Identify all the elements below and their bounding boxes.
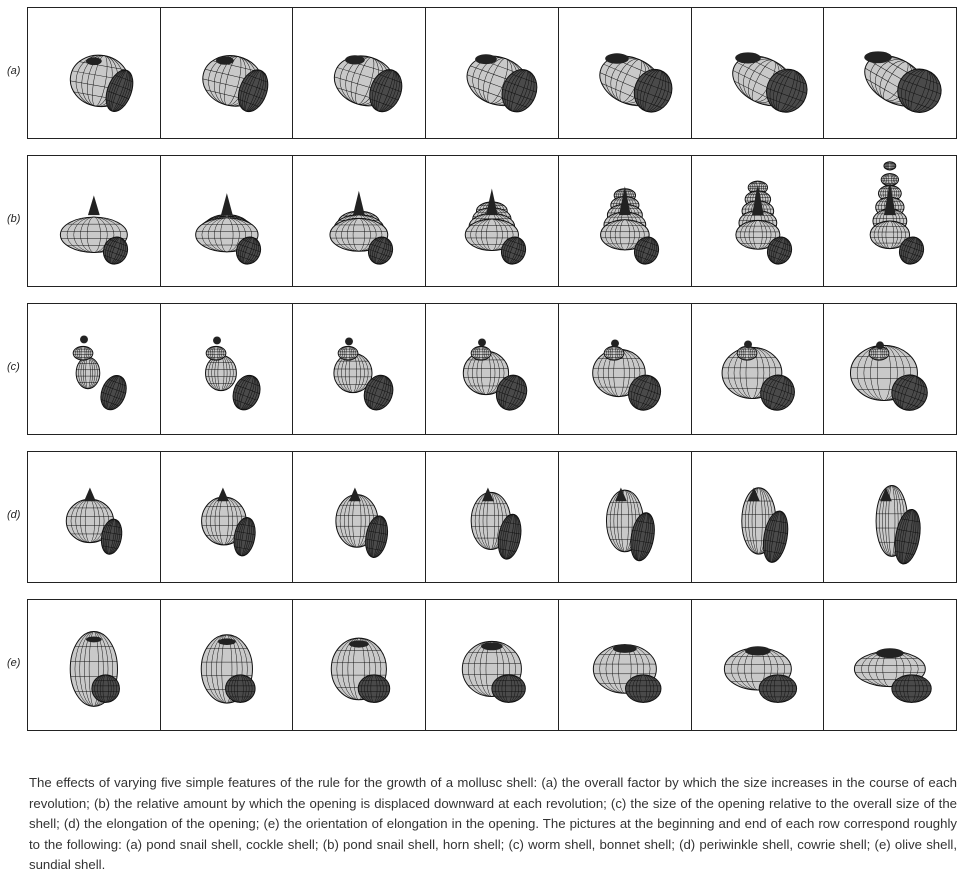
shell-illustration xyxy=(461,640,526,703)
shell-cell xyxy=(690,304,824,434)
shell-illustration xyxy=(864,51,942,113)
shell-apex xyxy=(475,54,497,65)
shell-illustration xyxy=(194,193,261,265)
shell-illustration xyxy=(850,341,929,411)
shell-illustration xyxy=(59,195,129,265)
shell-cell xyxy=(425,452,558,582)
shell-illustration xyxy=(466,54,538,113)
shell-illustration xyxy=(200,634,256,704)
shell-cell xyxy=(425,8,558,138)
shell-strip xyxy=(27,303,957,435)
shell-cell xyxy=(292,156,425,286)
shell-cell xyxy=(159,156,293,286)
row-a: (a) xyxy=(0,7,963,141)
shell-cell xyxy=(292,600,425,730)
shell-illustration xyxy=(72,335,127,411)
row-label: (b) xyxy=(7,213,21,225)
shell-cell xyxy=(425,156,558,286)
shell-illustration xyxy=(333,337,394,411)
shell-illustration xyxy=(721,340,795,411)
shell-cell xyxy=(292,8,425,138)
row-label: (e) xyxy=(7,657,21,669)
shell-cell xyxy=(823,156,956,286)
shell-cell xyxy=(28,8,160,138)
shell-cell xyxy=(159,452,293,582)
shell-illustration xyxy=(592,644,662,703)
shell-illustration xyxy=(470,487,522,560)
shell-illustration xyxy=(329,190,394,265)
shell-cell xyxy=(28,304,160,434)
shell-illustration xyxy=(740,487,788,563)
shell-illustration xyxy=(869,161,925,265)
shell-illustration xyxy=(605,487,655,562)
shell-illustration xyxy=(204,336,261,411)
row-e: (e) xyxy=(0,599,963,733)
shell-illustration xyxy=(335,487,389,558)
row-b: (b) xyxy=(0,155,963,289)
shell-cell xyxy=(425,600,558,730)
shell-illustration xyxy=(334,55,403,113)
row-label: (c) xyxy=(7,361,20,373)
shell-illustration xyxy=(69,631,120,707)
shell-cell xyxy=(557,156,691,286)
shell-illustration xyxy=(854,648,933,703)
shell-cell xyxy=(823,8,956,138)
shell-illustration xyxy=(592,339,661,411)
shell-illustration xyxy=(731,52,808,113)
shell-strip xyxy=(27,451,957,583)
shell-cell xyxy=(159,8,293,138)
shell-apex xyxy=(215,56,234,65)
shell-illustration xyxy=(723,646,797,703)
shell-cell xyxy=(557,600,691,730)
shell-cell xyxy=(28,156,160,286)
shell-apex xyxy=(864,51,893,64)
shell-cell xyxy=(557,8,691,138)
shell-illustration xyxy=(734,180,792,265)
shell-strip xyxy=(27,599,957,731)
shell-cell xyxy=(690,452,824,582)
shell-illustration xyxy=(464,188,527,265)
row-label: (d) xyxy=(7,509,21,521)
shell-illustration xyxy=(65,487,123,555)
shell-cell xyxy=(557,452,691,582)
shell-cell xyxy=(28,600,160,730)
shell-illustration xyxy=(202,55,268,113)
shell-apex xyxy=(734,52,761,64)
shell-cell xyxy=(823,304,956,434)
shell-apex xyxy=(605,53,629,64)
shell-cell xyxy=(690,8,824,138)
row-d: (d) xyxy=(0,451,963,585)
shell-strip xyxy=(27,7,957,139)
shell-illustration xyxy=(599,53,673,113)
shell-cell xyxy=(28,452,160,582)
shell-cell xyxy=(690,156,824,286)
shell-illustration xyxy=(875,484,921,565)
row-c: (c) xyxy=(0,303,963,437)
shell-apex xyxy=(85,57,102,66)
shell-illustration xyxy=(69,54,134,112)
shell-cell xyxy=(159,600,293,730)
shell-cell xyxy=(823,452,956,582)
shell-cell xyxy=(159,304,293,434)
shell-cell xyxy=(425,304,558,434)
shell-cell xyxy=(292,304,425,434)
shell-strip xyxy=(27,155,957,287)
shell-cell xyxy=(292,452,425,582)
shell-apex xyxy=(345,55,366,65)
shell-illustration xyxy=(462,338,528,411)
shell-illustration xyxy=(200,487,256,557)
shell-cell xyxy=(690,600,824,730)
figure-caption: The effects of varying five simple featu… xyxy=(29,775,957,873)
shell-cell xyxy=(823,600,956,730)
shell-cell xyxy=(557,304,691,434)
row-label: (a) xyxy=(7,65,21,77)
shell-illustration xyxy=(599,186,659,265)
shell-illustration xyxy=(331,637,391,703)
